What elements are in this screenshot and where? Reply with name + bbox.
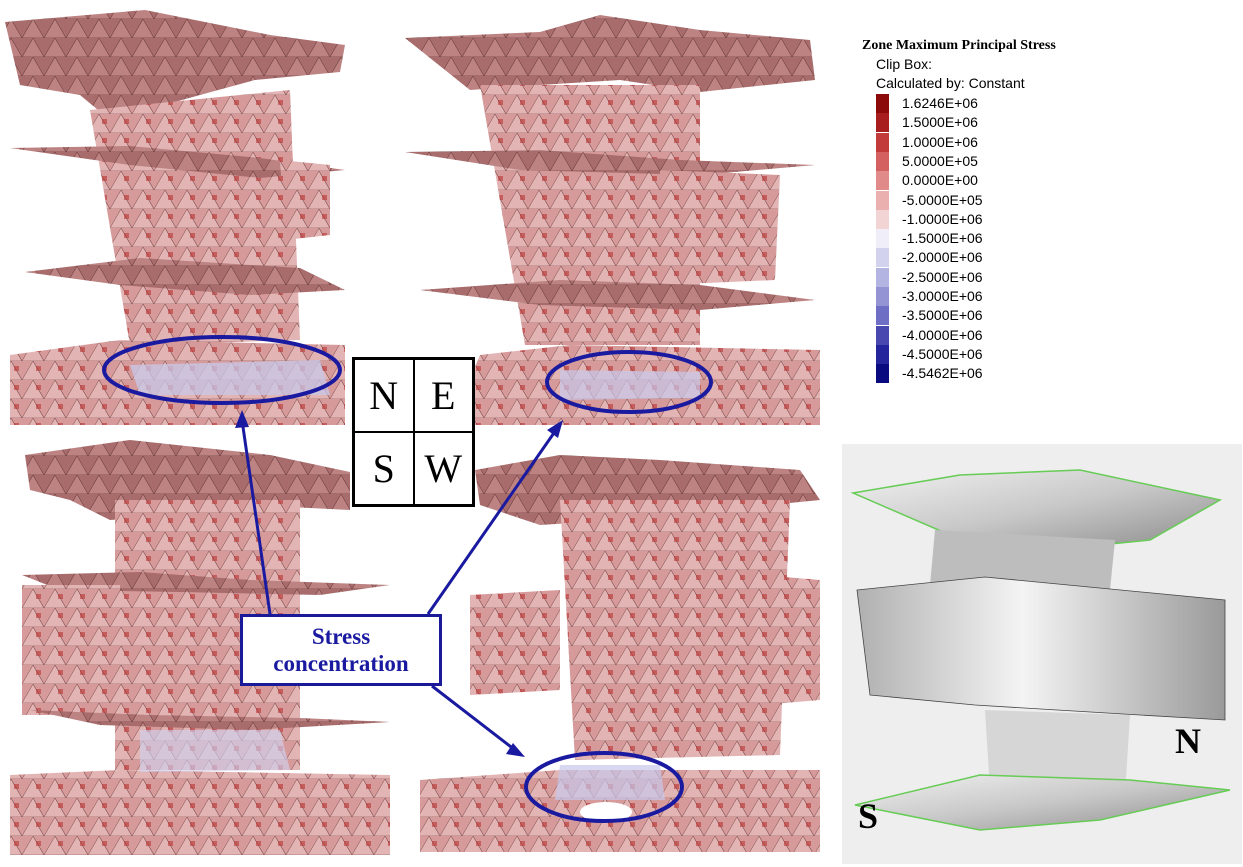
mesh-panel-north <box>5 10 345 425</box>
legend-swatch <box>876 364 889 384</box>
legend-swatch <box>876 287 889 306</box>
legend-value: -2.5000E+06 <box>902 268 983 285</box>
stress-ellipse-east <box>545 350 713 414</box>
model-photo <box>842 444 1242 864</box>
legend-entry: -4.0000E+06 <box>876 325 1056 345</box>
photo-south-label: S <box>858 796 879 836</box>
legend-swatch <box>876 306 889 326</box>
legend-title: Zone Maximum Principal Stress <box>862 38 1056 53</box>
legend-value: -2.0000E+06 <box>902 249 983 266</box>
legend-swatch <box>876 344 889 364</box>
compass-grid: N E S W <box>352 357 475 507</box>
compass-north-label: N <box>354 359 414 432</box>
stress-ellipse-west <box>524 751 684 823</box>
legend-value: -4.5462E+06 <box>902 365 983 382</box>
mesh-panel-west <box>420 455 820 852</box>
legend-entry: -2.5000E+06 <box>876 267 1056 287</box>
legend-swatch <box>876 190 889 210</box>
legend-clip-box: Clip Box: <box>876 56 933 72</box>
legend-value: 1.0000E+06 <box>902 133 978 150</box>
legend-swatch <box>876 267 889 287</box>
legend-entry: -3.0000E+06 <box>876 287 1056 306</box>
legend-entry: 1.6246E+06 <box>876 94 1056 113</box>
legend-value: -4.0000E+06 <box>902 326 983 343</box>
compass-south-label: S <box>354 432 414 505</box>
legend-swatch <box>876 151 889 171</box>
legend-swatch <box>876 113 889 133</box>
mesh-panel-east <box>405 15 820 425</box>
legend-value: 5.0000E+05 <box>902 152 978 169</box>
legend-swatch <box>876 325 889 345</box>
stress-ellipse-north <box>102 335 342 405</box>
legend-entry: -5.0000E+05 <box>876 190 1056 210</box>
legend-value: -5.0000E+05 <box>902 191 983 208</box>
legend-entry: -3.5000E+06 <box>876 306 1056 326</box>
legend-value: -1.5000E+06 <box>902 230 983 247</box>
legend-entry: -2.0000E+06 <box>876 248 1056 268</box>
legend-value: -3.5000E+06 <box>902 307 983 324</box>
callout-line-2: concentration <box>273 651 409 676</box>
callout-line-1: Stress <box>311 624 371 649</box>
mesh-panel-south <box>10 440 390 855</box>
legend-value: 0.0000E+00 <box>902 172 978 189</box>
legend-swatch <box>876 132 889 152</box>
legend-swatch <box>876 171 889 191</box>
legend-entry: 1.0000E+06 <box>876 132 1056 152</box>
legend-swatch <box>876 248 889 268</box>
compass-east-label: E <box>413 359 473 432</box>
legend-entry: -4.5000E+06 <box>876 344 1056 364</box>
legend-entry: -4.5462E+06 <box>876 364 1056 384</box>
callout-arrows <box>235 410 563 757</box>
legend-value: -1.0000E+06 <box>902 210 983 227</box>
legend-swatch <box>876 229 889 249</box>
legend-entry: 5.0000E+05 <box>876 151 1056 171</box>
legend-entry: 1.5000E+06 <box>876 113 1056 133</box>
legend-entry: 0.0000E+00 <box>876 171 1056 191</box>
stress-concentration-callout: Stress concentration <box>240 614 442 686</box>
legend-value: 1.6246E+06 <box>902 95 978 111</box>
photo-north-label: N <box>1175 721 1201 761</box>
legend-value: -4.5000E+06 <box>902 345 983 362</box>
legend-entry: -1.0000E+06 <box>876 209 1056 229</box>
legend-entry: -1.5000E+06 <box>876 229 1056 249</box>
legend-swatch <box>876 94 889 113</box>
legend-value: -3.0000E+06 <box>902 288 983 304</box>
legend-swatch <box>876 209 889 229</box>
legend-calculated-by: Calculated by: Constant <box>876 75 1025 91</box>
legend-value: 1.5000E+06 <box>902 114 978 131</box>
compass-west-label: W <box>413 432 473 505</box>
